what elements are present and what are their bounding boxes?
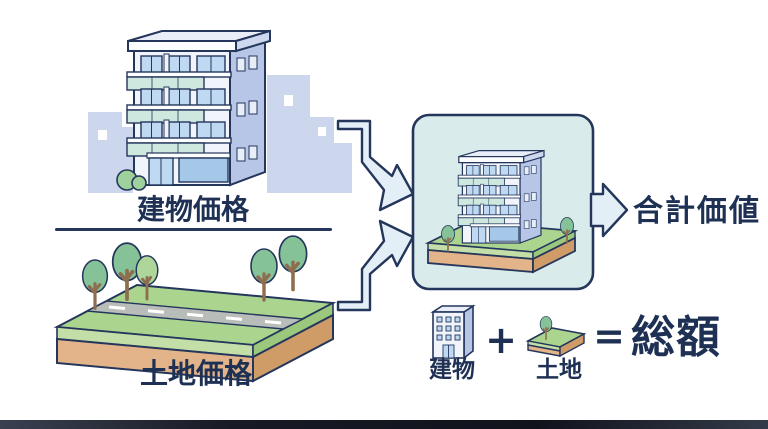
arrow-from-land-icon	[336, 219, 415, 312]
total-amount-label: 総額	[631, 312, 721, 363]
equals-sign: =	[593, 314, 625, 358]
bush-icon	[116, 169, 147, 191]
land-price-label: 土地価格	[139, 357, 253, 390]
section-divider	[55, 228, 332, 231]
combined-building-land-illustration	[424, 151, 579, 274]
formula-building-label: 建物	[429, 357, 475, 383]
formula-land-label: 土地	[536, 357, 582, 383]
road	[84, 300, 306, 330]
small-land-icon	[525, 315, 587, 358]
small-building-icon	[430, 304, 476, 360]
total-value-label: 合計価値	[633, 194, 761, 229]
plus-sign: +	[485, 318, 517, 362]
building-price-label: 建物価格	[136, 193, 250, 226]
arrow-from-building-icon	[336, 119, 415, 212]
land-illustration	[53, 234, 337, 383]
arrow-to-total-icon	[589, 182, 629, 238]
building-illustration	[116, 31, 270, 191]
screen-bottom-edge	[0, 420, 768, 429]
